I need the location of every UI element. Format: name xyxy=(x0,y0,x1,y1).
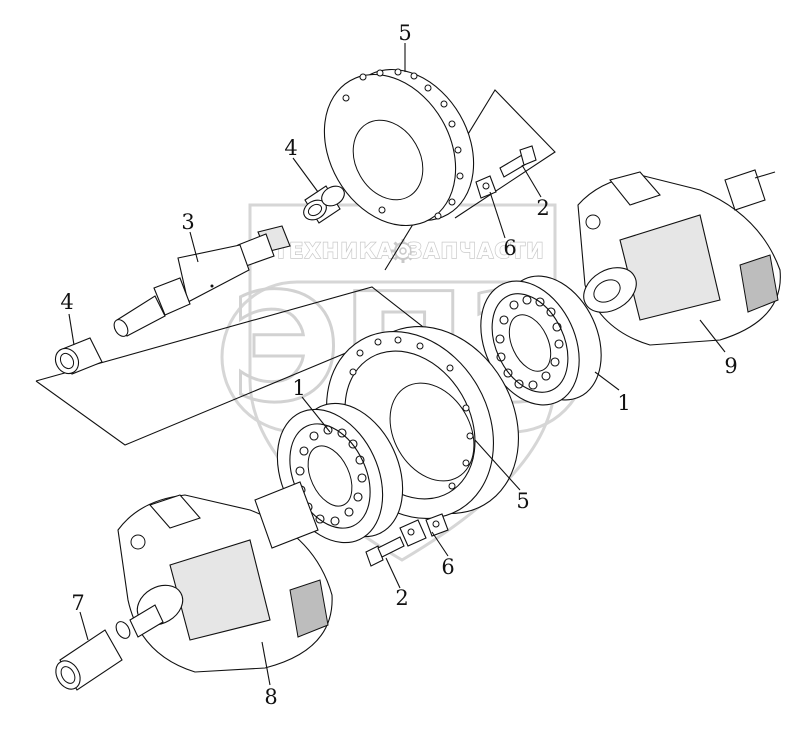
bushing-upper xyxy=(303,185,345,224)
callout-9: 9 xyxy=(724,354,737,378)
callout-7: 7 xyxy=(71,591,84,615)
callout-6-lower: 6 xyxy=(441,555,454,579)
washer-lower xyxy=(399,513,449,547)
bearing-upper-rollers xyxy=(495,295,564,390)
bearing-upper xyxy=(480,275,602,406)
bearing-lower xyxy=(276,402,404,544)
callout-labels: 5 4 3 4 2 6 1 9 1 5 6 2 7 8 xyxy=(60,21,737,709)
callout-4-lower: 4 xyxy=(60,290,73,314)
crank-upper xyxy=(577,169,781,346)
callout-5-lower: 5 xyxy=(516,489,529,513)
pin xyxy=(55,629,123,691)
callout-6-upper: 6 xyxy=(503,236,516,260)
callout-2-lower: 2 xyxy=(395,586,408,610)
callout-3: 3 xyxy=(181,210,194,234)
bolt-upper xyxy=(499,145,537,178)
watermark-right-text: ЗАПЧАСТИ xyxy=(407,239,544,263)
watermark-shield xyxy=(248,203,557,562)
callout-1-right: 1 xyxy=(617,391,630,415)
leader-lines xyxy=(68,43,726,686)
shaft xyxy=(113,225,291,337)
flange-upper-holes xyxy=(342,68,464,220)
gear-icon xyxy=(391,239,415,263)
bushing-lower xyxy=(54,337,103,375)
bearing-lower-rollers xyxy=(295,425,367,526)
callout-8: 8 xyxy=(264,685,277,709)
callout-1-left: 1 xyxy=(292,376,305,400)
flange-housing-upper xyxy=(323,68,475,227)
crank-lower xyxy=(115,481,333,673)
callout-4-upper: 4 xyxy=(284,136,297,160)
washer-upper xyxy=(475,175,497,199)
callout-2-upper: 2 xyxy=(536,196,549,220)
watermark-left-text: ТЕХНИКА xyxy=(274,239,394,263)
bolt-lower xyxy=(365,536,405,567)
callout-5-upper: 5 xyxy=(398,21,411,45)
